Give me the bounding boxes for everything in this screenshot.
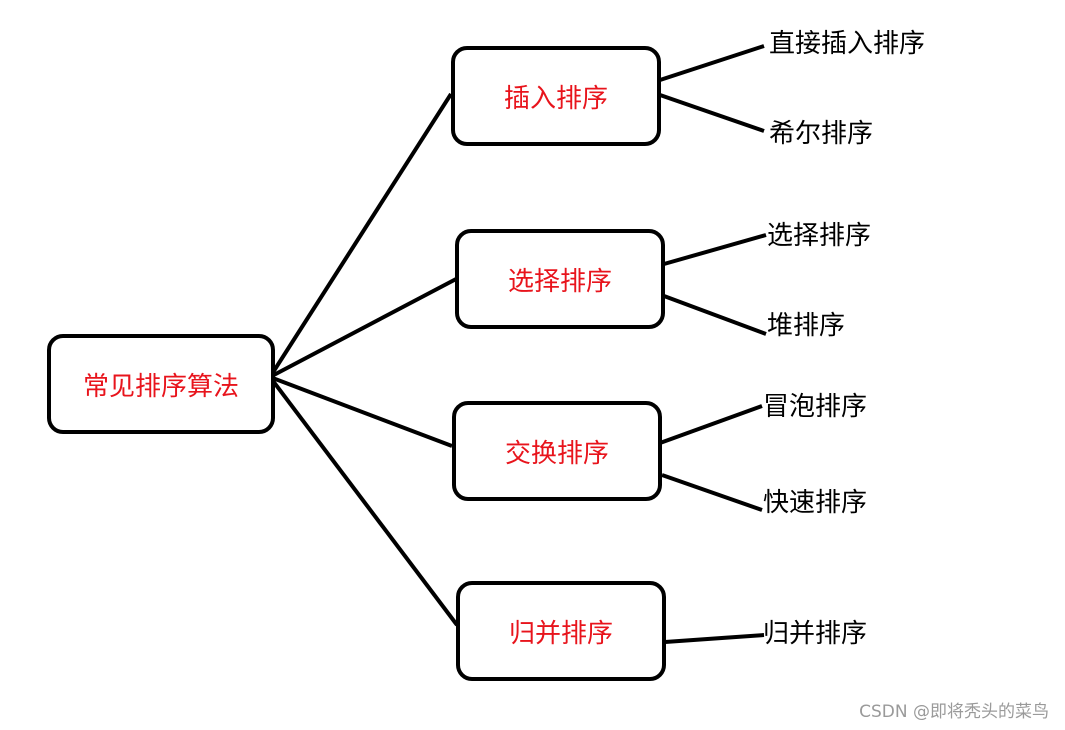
category-node-merge: 归并排序 <box>456 581 666 681</box>
leaf-label: 堆排序 <box>767 311 846 341</box>
leaf-label: 快速排序 <box>763 488 868 518</box>
edge-root-selection <box>269 276 459 379</box>
category-node-label: 选择排序 <box>507 266 612 297</box>
edge-root-insertion <box>268 92 453 379</box>
edge-merge-merge <box>664 633 765 644</box>
edge-selection-heap <box>663 294 767 336</box>
leaf-label: 希尔排序 <box>769 119 874 149</box>
leaf-label: 冒泡排序 <box>763 392 868 422</box>
leaf-label: 选择排序 <box>767 221 872 251</box>
category-node-selection: 选择排序 <box>455 229 665 329</box>
edge-root-exchange <box>269 375 453 448</box>
leaf-label: 直接插入排序 <box>769 29 926 59</box>
edge-insertion-direct <box>659 44 765 82</box>
leaf-label: 归并排序 <box>763 619 868 649</box>
edge-selection-select <box>663 233 767 266</box>
watermark-text: CSDN @即将秃头的菜鸟 <box>859 702 1049 722</box>
category-node-label: 插入排序 <box>503 83 608 114</box>
edge-exchange-quick <box>661 473 763 512</box>
edge-exchange-bubble <box>659 404 763 445</box>
edge-insertion-shell <box>659 93 765 133</box>
category-node-insertion: 插入排序 <box>451 46 661 146</box>
category-node-exchange: 交换排序 <box>452 401 662 501</box>
root-node: 常见排序算法 <box>47 334 275 434</box>
edge-root-merge <box>268 375 459 627</box>
root-node-label: 常见排序算法 <box>82 371 239 402</box>
category-node-label: 归并排序 <box>508 618 613 649</box>
category-node-label: 交换排序 <box>504 438 609 469</box>
